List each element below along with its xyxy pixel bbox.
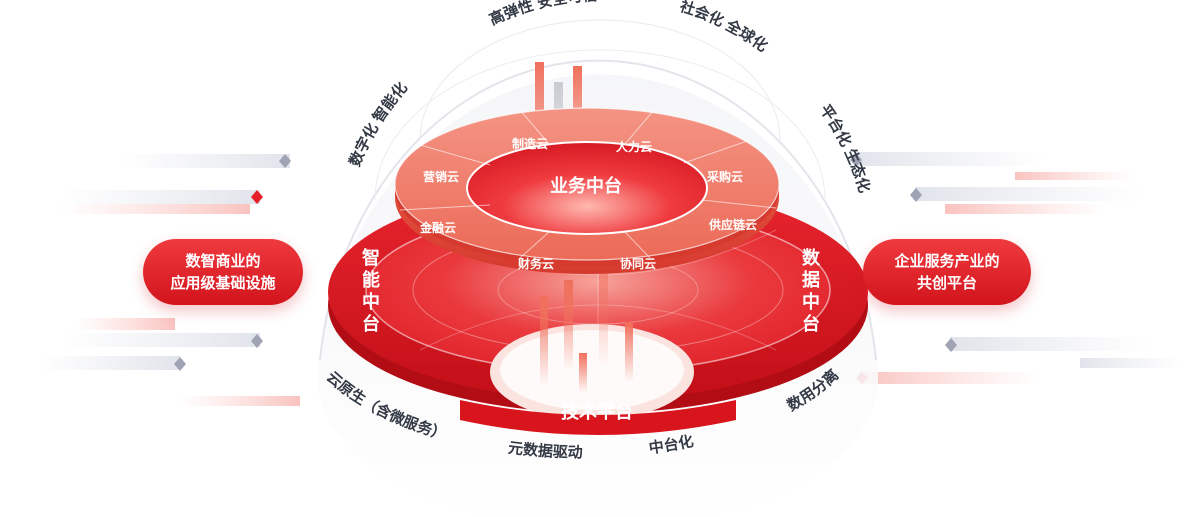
segment-collaboration: 协同云 [620,256,656,271]
left-decor-stripes [40,154,300,406]
data-platform-label: 数据中台 [802,247,821,334]
segment-hr: 人力云 [616,139,652,154]
right-tagline-line2: 共创平台 [916,274,977,292]
business-ring [394,107,780,274]
intelligence-platform-title: 智能中台 [362,247,380,334]
segment-procurement: 采购云 [706,169,743,184]
right-decor-stripes [850,152,1180,384]
right-tagline-line1: 企业服务产业的 [894,252,1000,270]
arc-top-label-0: 数字化 智能化 [346,79,411,169]
left-tagline-line2: 应用级基础设施 [170,274,276,292]
intelligence-platform-label: 智能中台 [362,247,380,334]
segment-manufacturing: 制造云 [512,136,548,151]
business-segments: 制造云 人力云 采购云 供应链云 协同云 财务云 金融云 营销云 [419,136,757,271]
segment-finance: 财务云 [517,256,554,271]
tech-platform-title: 技术平台 [561,401,633,422]
arc-top-label-1: 高弹性 安全可信 [487,0,599,29]
left-tagline-line1: 数智商业的 [185,252,261,270]
left-tagline-pill: 数智商业的 应用级基础设施 [143,239,303,305]
arc-top-label-2: 社会化 全球化 [677,0,771,55]
business-platform-title: 业务中台 [550,175,622,196]
arc-bottom-label-1: 元数据驱动 [507,440,583,462]
segment-marketing: 营销云 [423,169,459,184]
segment-financial-services: 金融云 [419,220,456,235]
data-platform-title: 数据中台 [802,247,821,334]
segment-supply-chain: 供应链云 [708,217,757,232]
arc-top-label-3: 平台化 生态化 [816,102,874,195]
right-tagline-pill: 企业服务产业的 共创平台 [863,239,1031,305]
